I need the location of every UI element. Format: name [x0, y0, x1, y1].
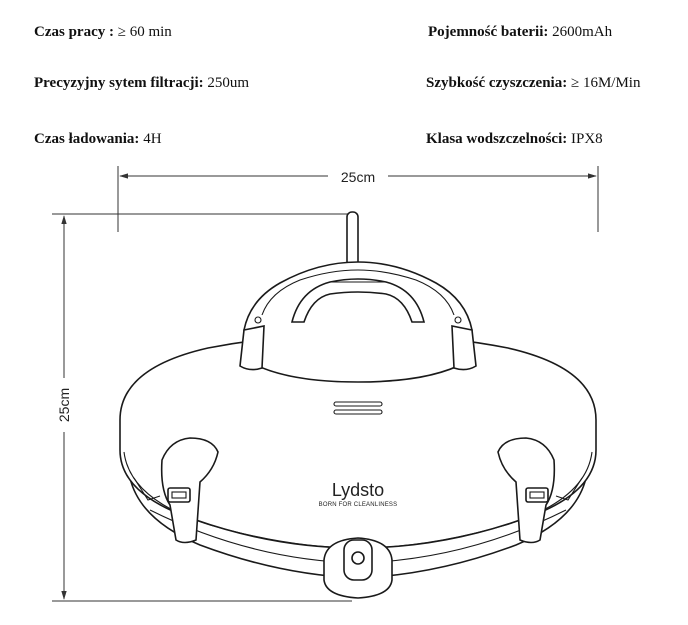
width-dimension: 25cm [117, 166, 599, 232]
height-dimension: 25cm [52, 213, 352, 602]
spec-label: Czas pracy : [34, 24, 114, 40]
robot-lid [239, 261, 477, 383]
spec-label: Precyzyjny sytem filtracji: [34, 75, 204, 91]
spec-value: IPX8 [567, 131, 603, 147]
spec-waterproof-class: Klasa wodszczelności: IPX8 [426, 130, 603, 148]
spec-battery-capacity: Pojemność baterii: 2600mAh [428, 23, 612, 41]
right-wheel-clip [497, 437, 583, 544]
spec-value: 4H [139, 131, 162, 147]
spec-value: 2600mAh [548, 24, 613, 40]
left-wheel-clip [133, 437, 219, 544]
brand-tagline: BORN FOR CLEANLINESS [319, 502, 398, 508]
height-label: 25cm [56, 388, 72, 422]
spec-value: 250um [203, 75, 250, 91]
carry-handle[interactable] [290, 278, 426, 323]
vent-slots [333, 401, 383, 415]
spec-filtration: Precyzyjny sytem filtracji: 250um [34, 74, 249, 92]
spec-cleaning-speed: Szybkość czyszczenia: ≥ 16M/Min [426, 74, 640, 92]
front-wheel [323, 537, 393, 599]
spec-label: Klasa wodszczelności: [426, 131, 568, 147]
width-label: 25cm [341, 169, 375, 185]
spec-working-time: Czas pracy : ≥ 60 min [34, 23, 172, 41]
spec-charging-time: Czas ładowania: 4H [34, 130, 162, 148]
spec-value: ≥ 16M/Min [567, 75, 641, 91]
spec-label: Szybkość czyszczenia: [426, 75, 568, 91]
spec-value: ≥ 60 min [113, 24, 172, 40]
brand-logo: Lydsto [332, 480, 384, 500]
spec-label: Pojemność baterii: [428, 24, 549, 40]
spec-label: Czas ładowania: [34, 131, 140, 147]
